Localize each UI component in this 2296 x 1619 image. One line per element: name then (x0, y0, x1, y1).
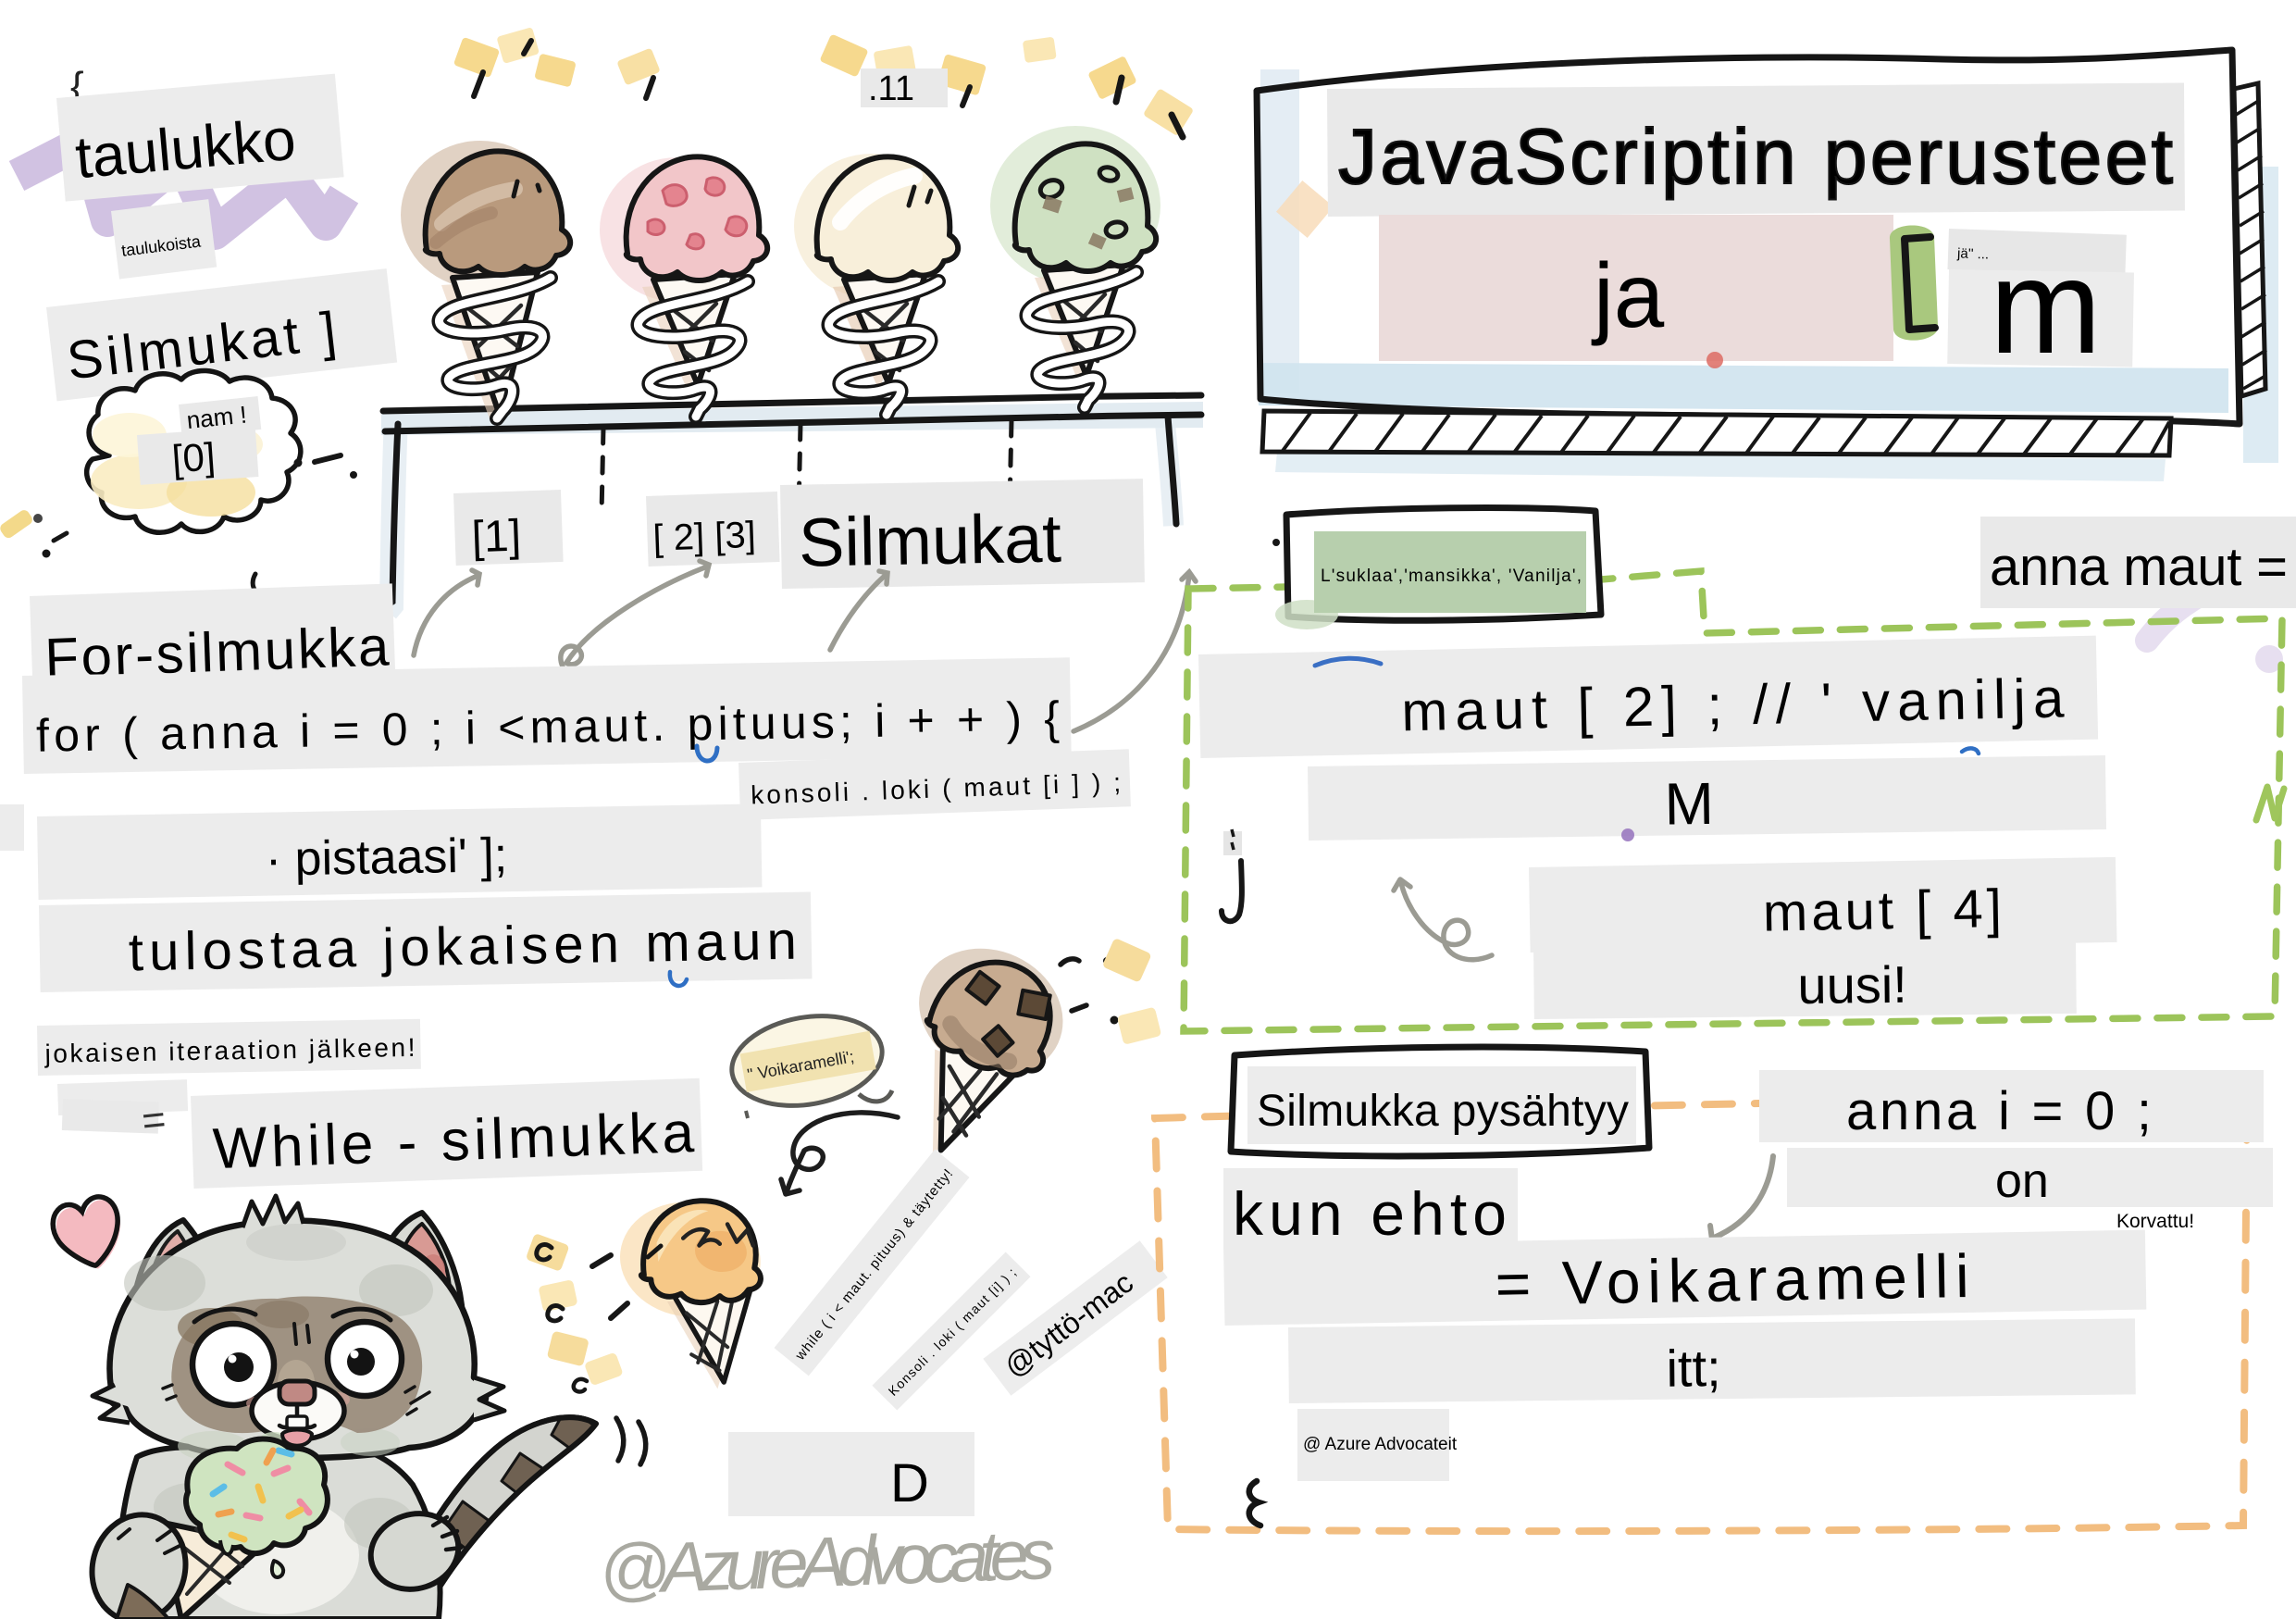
svg-text:Korvattu!: Korvattu! (2116, 1211, 2194, 1232)
svg-text:jä'' ...: jä'' ... (1956, 245, 1990, 262)
svg-text:maut [ 4]: maut [ 4] (1762, 878, 2002, 942)
svg-text:JavaScriptin perusteet: JavaScriptin perusteet (1338, 113, 2173, 200)
svg-text:@AzureAdvocates: @AzureAdvocates (598, 1515, 1056, 1610)
svg-text:=: = (140, 1097, 168, 1144)
svg-text:[1]: [1] (471, 511, 522, 562)
svg-text:.11: .11 (868, 69, 914, 108)
svg-text:anna maut =: anna maut = (1990, 537, 2288, 597)
svg-text:[0]: [0] (170, 434, 217, 480)
svg-text:anna i = 0 ;: anna i = 0 ; (1846, 1081, 2152, 1141)
svg-text:ja: ja (1591, 244, 1665, 346)
svg-text:M: M (1664, 770, 1714, 838)
svg-text:L'suklaa','mansikka', 'Vanilja: L'suklaa','mansikka', 'Vanilja', (1321, 567, 1582, 586)
svg-text:· pistaasi' ];: · pistaasi' ]; (265, 828, 507, 887)
svg-text:D: D (890, 1453, 929, 1513)
svg-text:maut [ 2] ; // ' vanilja: maut [ 2] ; // ' vanilja (1401, 666, 2066, 742)
svg-text:Silmukat: Silmukat (798, 500, 1062, 581)
svg-text:uusi!: uusi! (1797, 955, 1907, 1015)
svg-text:itt;: itt; (1666, 1339, 1721, 1398)
svg-text:[ 2] [3]: [ 2] [3] (652, 515, 757, 559)
svg-text:m: m (1990, 231, 2102, 381)
svg-text:@ Azure Advocateit: @ Azure Advocateit (1303, 1435, 1458, 1454)
svg-text:= Voikaramelli: = Voikaramelli (1495, 1241, 1969, 1318)
svg-text:Silmukka pysähtyy: Silmukka pysähtyy (1257, 1087, 1629, 1136)
svg-text:on: on (1995, 1154, 2049, 1208)
